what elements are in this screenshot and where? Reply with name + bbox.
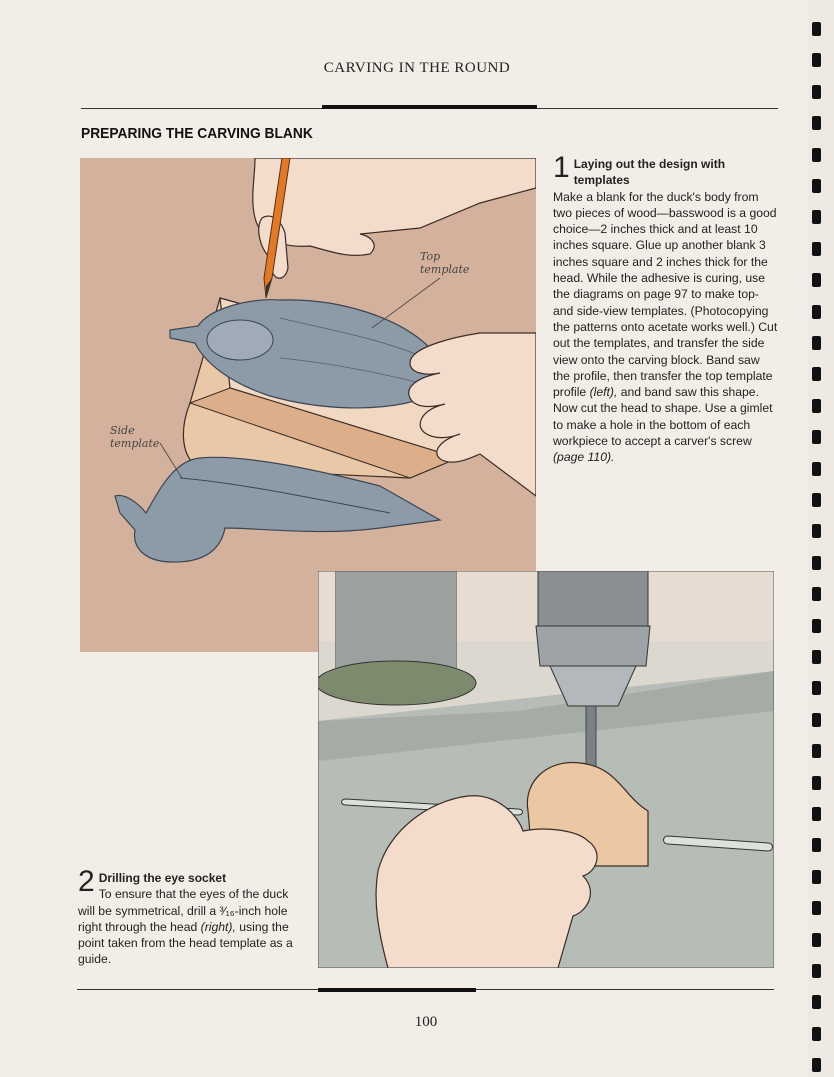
step-2-number: 2 — [78, 865, 95, 898]
binding-hole — [812, 241, 821, 256]
binding-hole — [812, 304, 821, 319]
binding-hole — [812, 430, 821, 445]
binding-hole — [812, 1026, 821, 1041]
binding-hole — [812, 179, 821, 193]
binding-hole — [812, 84, 821, 99]
step-1-heading: Laying out the design with templates — [573, 157, 726, 188]
binding-hole — [812, 712, 821, 727]
binding-hole — [812, 524, 821, 539]
step-2-ref-right: (right), — [200, 919, 236, 934]
header-rule-accent — [322, 105, 537, 109]
binding-hole — [812, 775, 821, 790]
binding-hole — [812, 336, 821, 350]
binding-hole — [812, 367, 821, 382]
step-1-body-a: Make a blank for the duck's body from tw… — [553, 189, 778, 400]
step-2: 2 Drilling the eye socket To ensure that… — [78, 865, 306, 968]
template-layout-illustration — [80, 158, 536, 652]
step-1-body-b: and band saw this shape. Now cut the hea… — [553, 385, 773, 449]
binding-hole — [812, 901, 821, 916]
step-1-ref-page: (page 110). — [553, 450, 615, 465]
binding-hole — [812, 964, 821, 978]
binding-hole — [812, 273, 821, 288]
label-top-template-line2: template — [420, 263, 470, 276]
step-1: 1 Laying out the design with templates M… — [553, 151, 779, 466]
binding-hole — [812, 838, 821, 853]
step-2-heading: Drilling the eye socket — [98, 871, 227, 885]
section-title: PREPARING THE CARVING BLANK — [81, 125, 313, 142]
label-top-template: Top template — [420, 250, 469, 276]
binding-hole — [812, 493, 821, 507]
binding-hole — [812, 398, 821, 413]
binding-hole — [812, 650, 821, 664]
binding-hole — [812, 618, 821, 633]
binding-hole — [812, 807, 821, 821]
binding-hole — [812, 681, 821, 696]
step-2-body-b: using the point taken from the head temp… — [78, 919, 293, 967]
binding-hole — [812, 210, 821, 225]
binding-hole — [812, 461, 821, 476]
binding-hole — [812, 932, 821, 947]
running-head: CARVING IN THE ROUND — [323, 60, 511, 76]
label-side-template-line2: template — [110, 437, 160, 450]
step-1-number: 1 — [553, 151, 570, 184]
binding-hole — [812, 555, 821, 570]
label-side-template: Side template — [110, 424, 159, 450]
binding-hole — [812, 869, 821, 884]
figure-template-layout: Top template Side template — [80, 158, 536, 652]
binding-hole — [812, 116, 821, 131]
binding-hole — [812, 22, 821, 36]
figure-drill-press — [318, 571, 774, 968]
step-1-ref-left: (left), — [589, 385, 618, 400]
drill-press-illustration — [318, 571, 774, 968]
binding-hole — [812, 995, 821, 1010]
step-2-body-a: To ensure that the eyes of the duck will… — [78, 887, 289, 934]
label-side-template-line1: Side — [110, 424, 135, 437]
binding-hole — [812, 587, 821, 602]
label-top-template-line1: Top — [420, 250, 441, 263]
binding-hole — [812, 1058, 821, 1073]
binding-hole — [812, 53, 821, 68]
page-number: 100 — [414, 1014, 438, 1030]
binding-hole — [812, 147, 821, 162]
binding-hole — [812, 744, 821, 759]
footer-rule-accent — [318, 988, 476, 992]
